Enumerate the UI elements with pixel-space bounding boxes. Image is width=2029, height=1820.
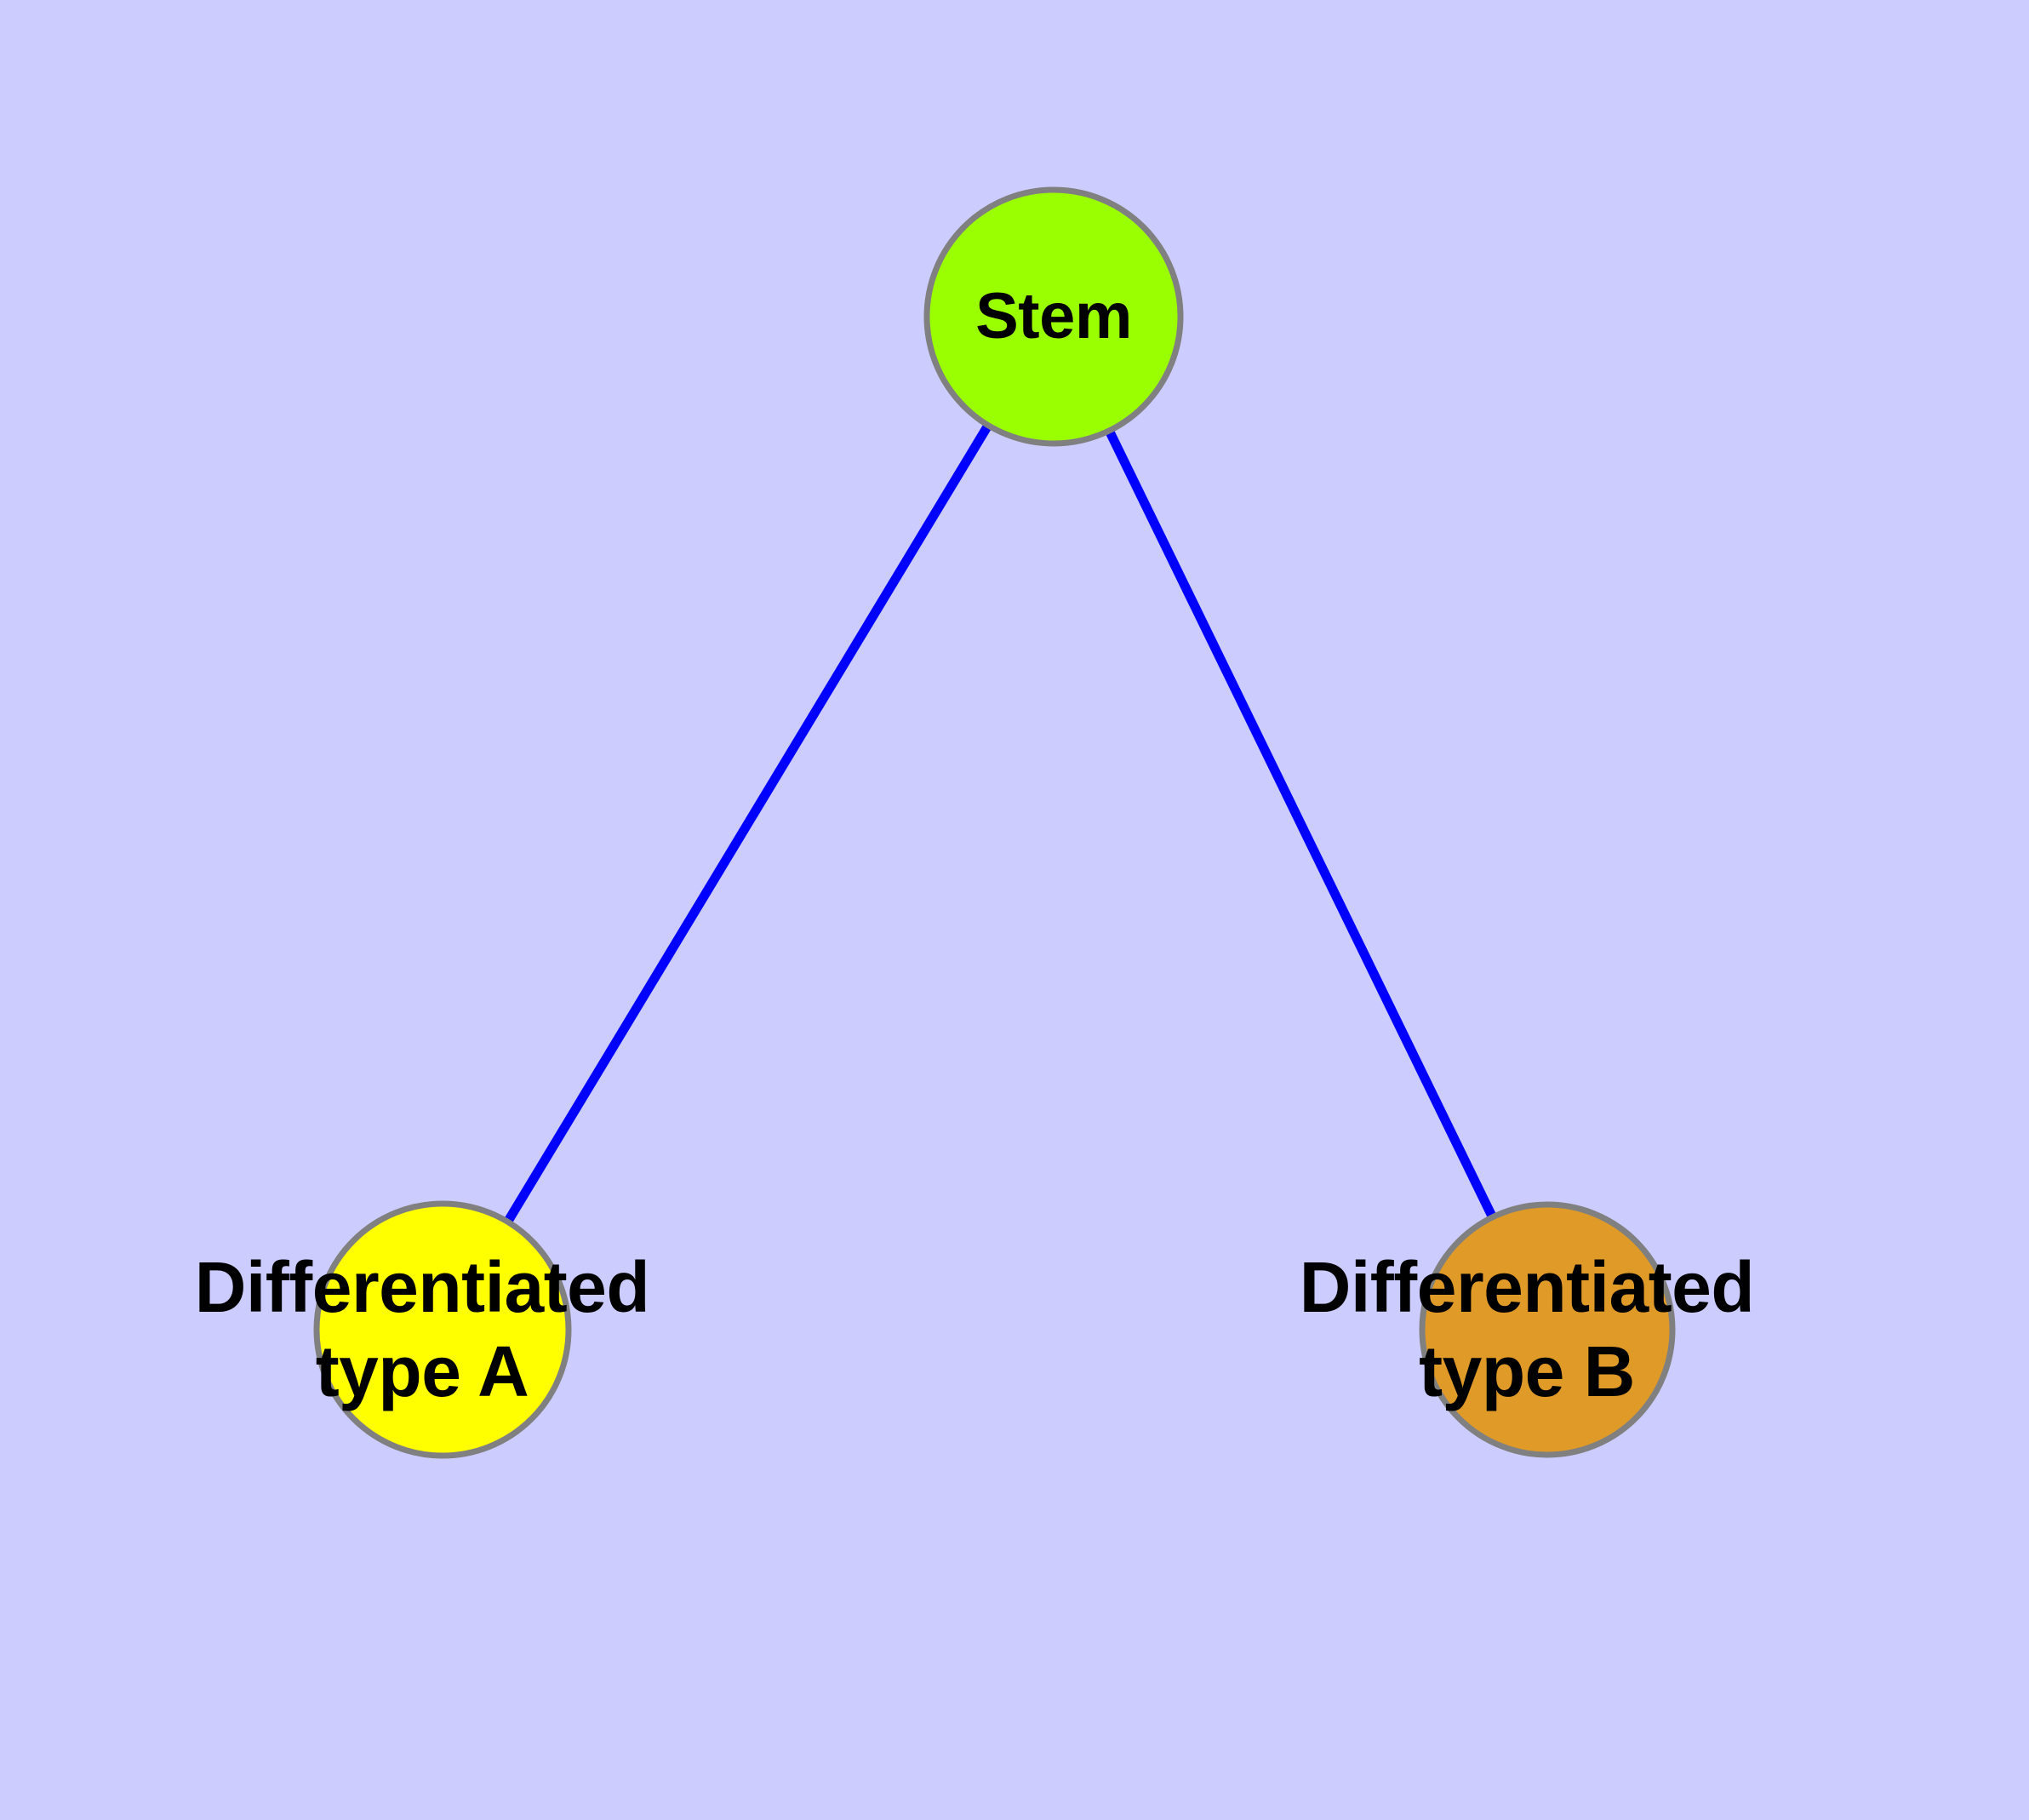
node-differentiated-type-a[interactable] xyxy=(313,1200,572,1459)
edges-group xyxy=(438,314,1552,1332)
edge-stem-to-differentiated-type-b[interactable] xyxy=(1049,314,1552,1332)
nodes-group xyxy=(313,186,1676,1459)
edge-stem-to-differentiated-type-a[interactable] xyxy=(438,314,1058,1332)
node-differentiated-type-b[interactable] xyxy=(1419,1201,1676,1458)
node-stem[interactable] xyxy=(923,186,1184,447)
